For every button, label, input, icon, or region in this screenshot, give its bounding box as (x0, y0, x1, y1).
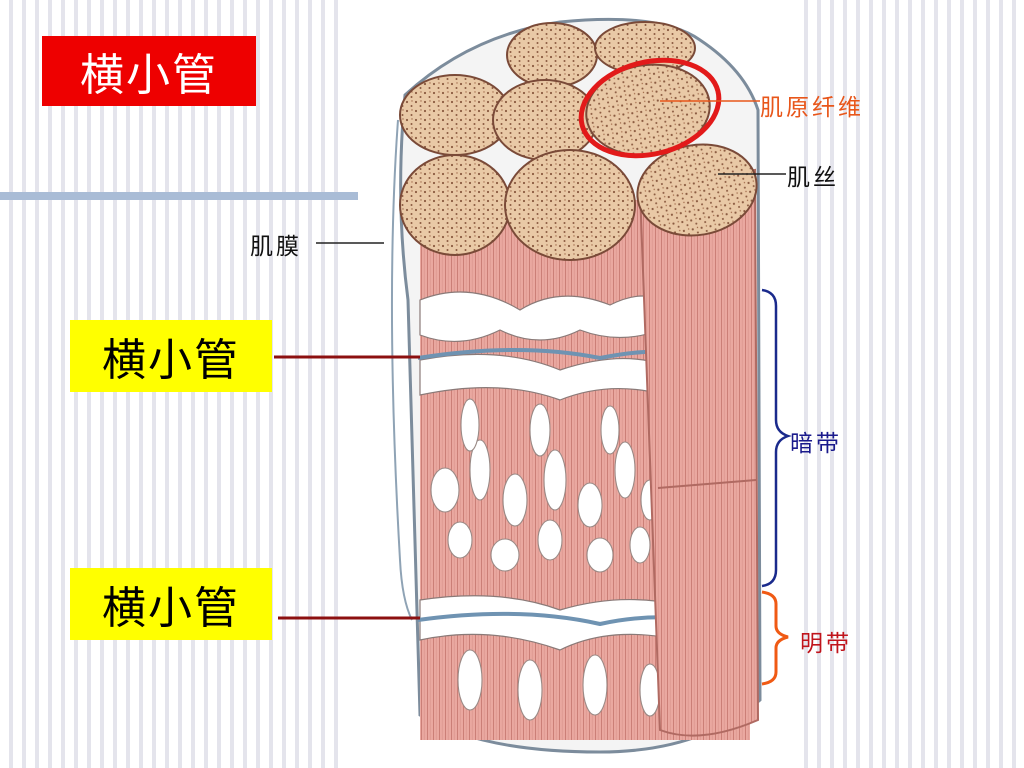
slide-title: 横小管 (42, 36, 256, 106)
decorative-divider-bar (0, 192, 358, 200)
label-a-band: 暗带 (790, 431, 842, 457)
t-tubule-tag-upper: 横小管 (70, 320, 272, 392)
t-tubule-lower (417, 611, 683, 627)
myofibril-cross-sections (399, 21, 758, 261)
myofibril-highlight-ring (578, 57, 722, 159)
a-band-brace (761, 288, 792, 588)
sarcolemma-inner-line (390, 119, 413, 621)
label-myofilament: 肌丝 (787, 165, 839, 191)
t-tubule-upper (417, 348, 669, 361)
label-i-band: 明带 (800, 631, 852, 657)
i-band-brace (761, 590, 789, 686)
label-sarcolemma: 肌膜 (250, 234, 302, 260)
z-line (657, 479, 757, 489)
background-stripes-right (795, 0, 1024, 768)
sarcoplasmic-reticulum (419, 291, 681, 651)
t-tubule-tag-lower: 横小管 (70, 568, 272, 640)
label-myofibril: 肌原纤维 (760, 95, 864, 121)
intact-myofibril (638, 168, 760, 737)
